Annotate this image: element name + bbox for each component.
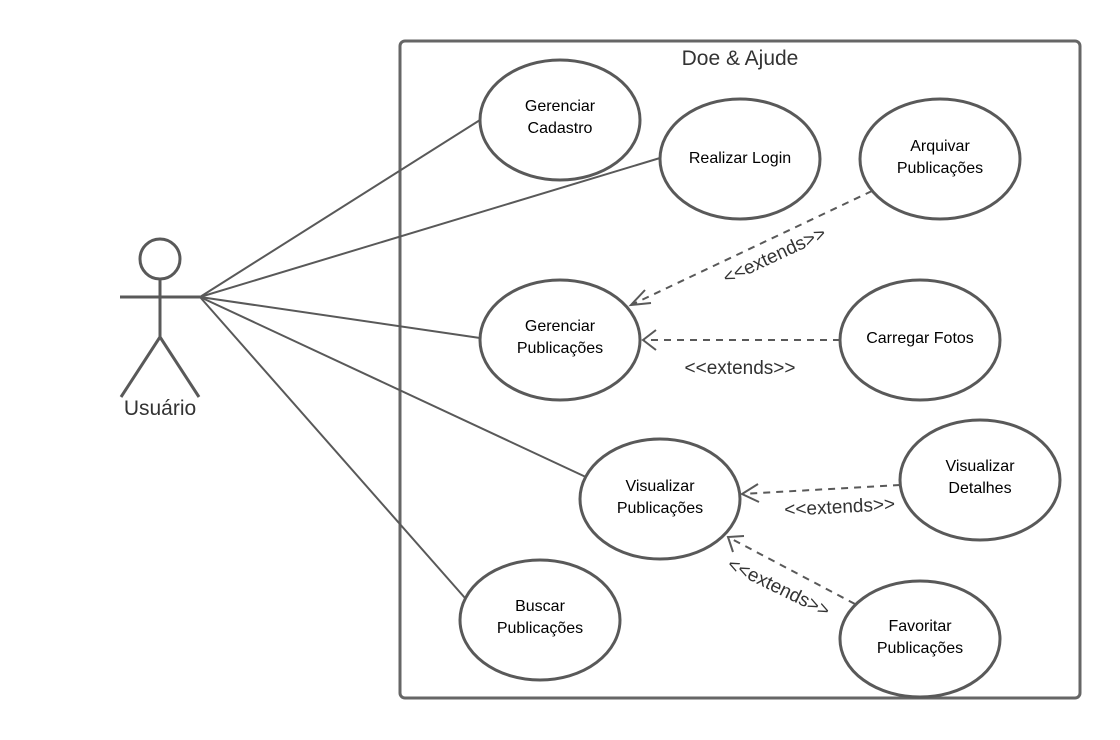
extends-label: <<extends>> bbox=[720, 223, 829, 289]
use-case-label-line2: Detalhes bbox=[948, 480, 1011, 497]
use-case-label-line2: Publicações bbox=[617, 500, 703, 517]
use-case-carregar-fotos: Carregar Fotos bbox=[838, 278, 1002, 402]
extend-line bbox=[630, 190, 873, 306]
use-case-ellipse bbox=[858, 97, 1022, 221]
extend-arrowhead bbox=[739, 483, 760, 503]
extend-favoritar-to-visualizar: <<extends>> bbox=[724, 535, 856, 622]
actor-right-leg bbox=[158, 336, 201, 398]
use-case-gerenciar-cadastro: Gerenciar Cadastro bbox=[478, 58, 642, 182]
use-case-ellipse bbox=[838, 579, 1002, 699]
use-case-ellipse bbox=[578, 437, 742, 561]
extend-arrowhead bbox=[628, 289, 652, 307]
use-case-label-line1: Carregar Fotos bbox=[866, 330, 974, 347]
extends-label: <<extends>> bbox=[784, 494, 896, 521]
use-case-label-line1: Gerenciar bbox=[525, 318, 596, 335]
association-visualizar-publicacoes bbox=[199, 296, 589, 479]
use-case-label-line1: Visualizar bbox=[625, 478, 695, 495]
actor-head bbox=[138, 237, 182, 281]
association-realizar-login bbox=[199, 157, 661, 298]
actor-label: Usuário bbox=[124, 397, 196, 420]
use-case-buscar-publicacoes: Buscar Publicações bbox=[458, 558, 622, 682]
actor-left-leg bbox=[119, 336, 162, 398]
extend-carregar-to-gerenciar: <<extends>> bbox=[641, 329, 840, 379]
extends-label: <<extends>> bbox=[685, 358, 796, 379]
use-case-arquivar-publicacoes: Arquivar Publicações bbox=[858, 97, 1022, 221]
use-case-ellipse bbox=[838, 278, 1002, 402]
use-case-label-line2: Cadastro bbox=[528, 120, 593, 137]
use-case-label-line1: Visualizar bbox=[945, 458, 1015, 475]
use-case-ellipse bbox=[478, 278, 642, 402]
use-case-label-line2: Publicações bbox=[497, 620, 583, 637]
use-case-label-line1: Buscar bbox=[515, 598, 565, 615]
extends-label: <<extends>> bbox=[724, 554, 833, 622]
extend-detalhes-to-visualizar: <<extends>> bbox=[739, 483, 901, 521]
extend-line bbox=[741, 484, 901, 495]
extend-arrowhead bbox=[726, 535, 745, 553]
use-case-label-line2: Publicações bbox=[517, 340, 603, 357]
use-case-ellipse bbox=[898, 418, 1062, 542]
system-title: Doe & Ajude bbox=[682, 47, 799, 70]
use-case-realizar-login: Realizar Login bbox=[658, 97, 822, 221]
use-case-label-line1: Realizar Login bbox=[689, 150, 791, 167]
use-case-visualizar-detalhes: Visualizar Detalhes bbox=[898, 418, 1062, 542]
use-case-visualizar-publicacoes: Visualizar Publicações bbox=[578, 437, 742, 561]
use-case-label-line1: Gerenciar bbox=[525, 98, 596, 115]
use-case-label-line1: Favoritar bbox=[888, 618, 952, 635]
extend-line bbox=[727, 536, 856, 605]
extend-arrowhead bbox=[641, 329, 657, 351]
use-case-label-line2: Publicações bbox=[877, 640, 963, 657]
use-case-label-line1: Arquivar bbox=[910, 138, 970, 155]
use-case-ellipse bbox=[458, 558, 622, 682]
association-gerenciar-publicacoes bbox=[199, 296, 481, 339]
use-case-gerenciar-publicacoes: Gerenciar Publicações bbox=[478, 278, 642, 402]
use-case-ellipse bbox=[658, 97, 822, 221]
association-lines bbox=[199, 119, 661, 599]
use-case-ellipse bbox=[478, 58, 642, 182]
use-case-label-line2: Publicações bbox=[897, 160, 983, 177]
association-buscar-publicacoes bbox=[199, 296, 466, 599]
association-gerenciar-cadastro bbox=[199, 119, 481, 298]
actor-usuario: Usuário bbox=[119, 237, 201, 420]
system-boundary bbox=[398, 39, 1082, 700]
use-case-favoritar-publicacoes: Favoritar Publicações bbox=[838, 579, 1002, 699]
